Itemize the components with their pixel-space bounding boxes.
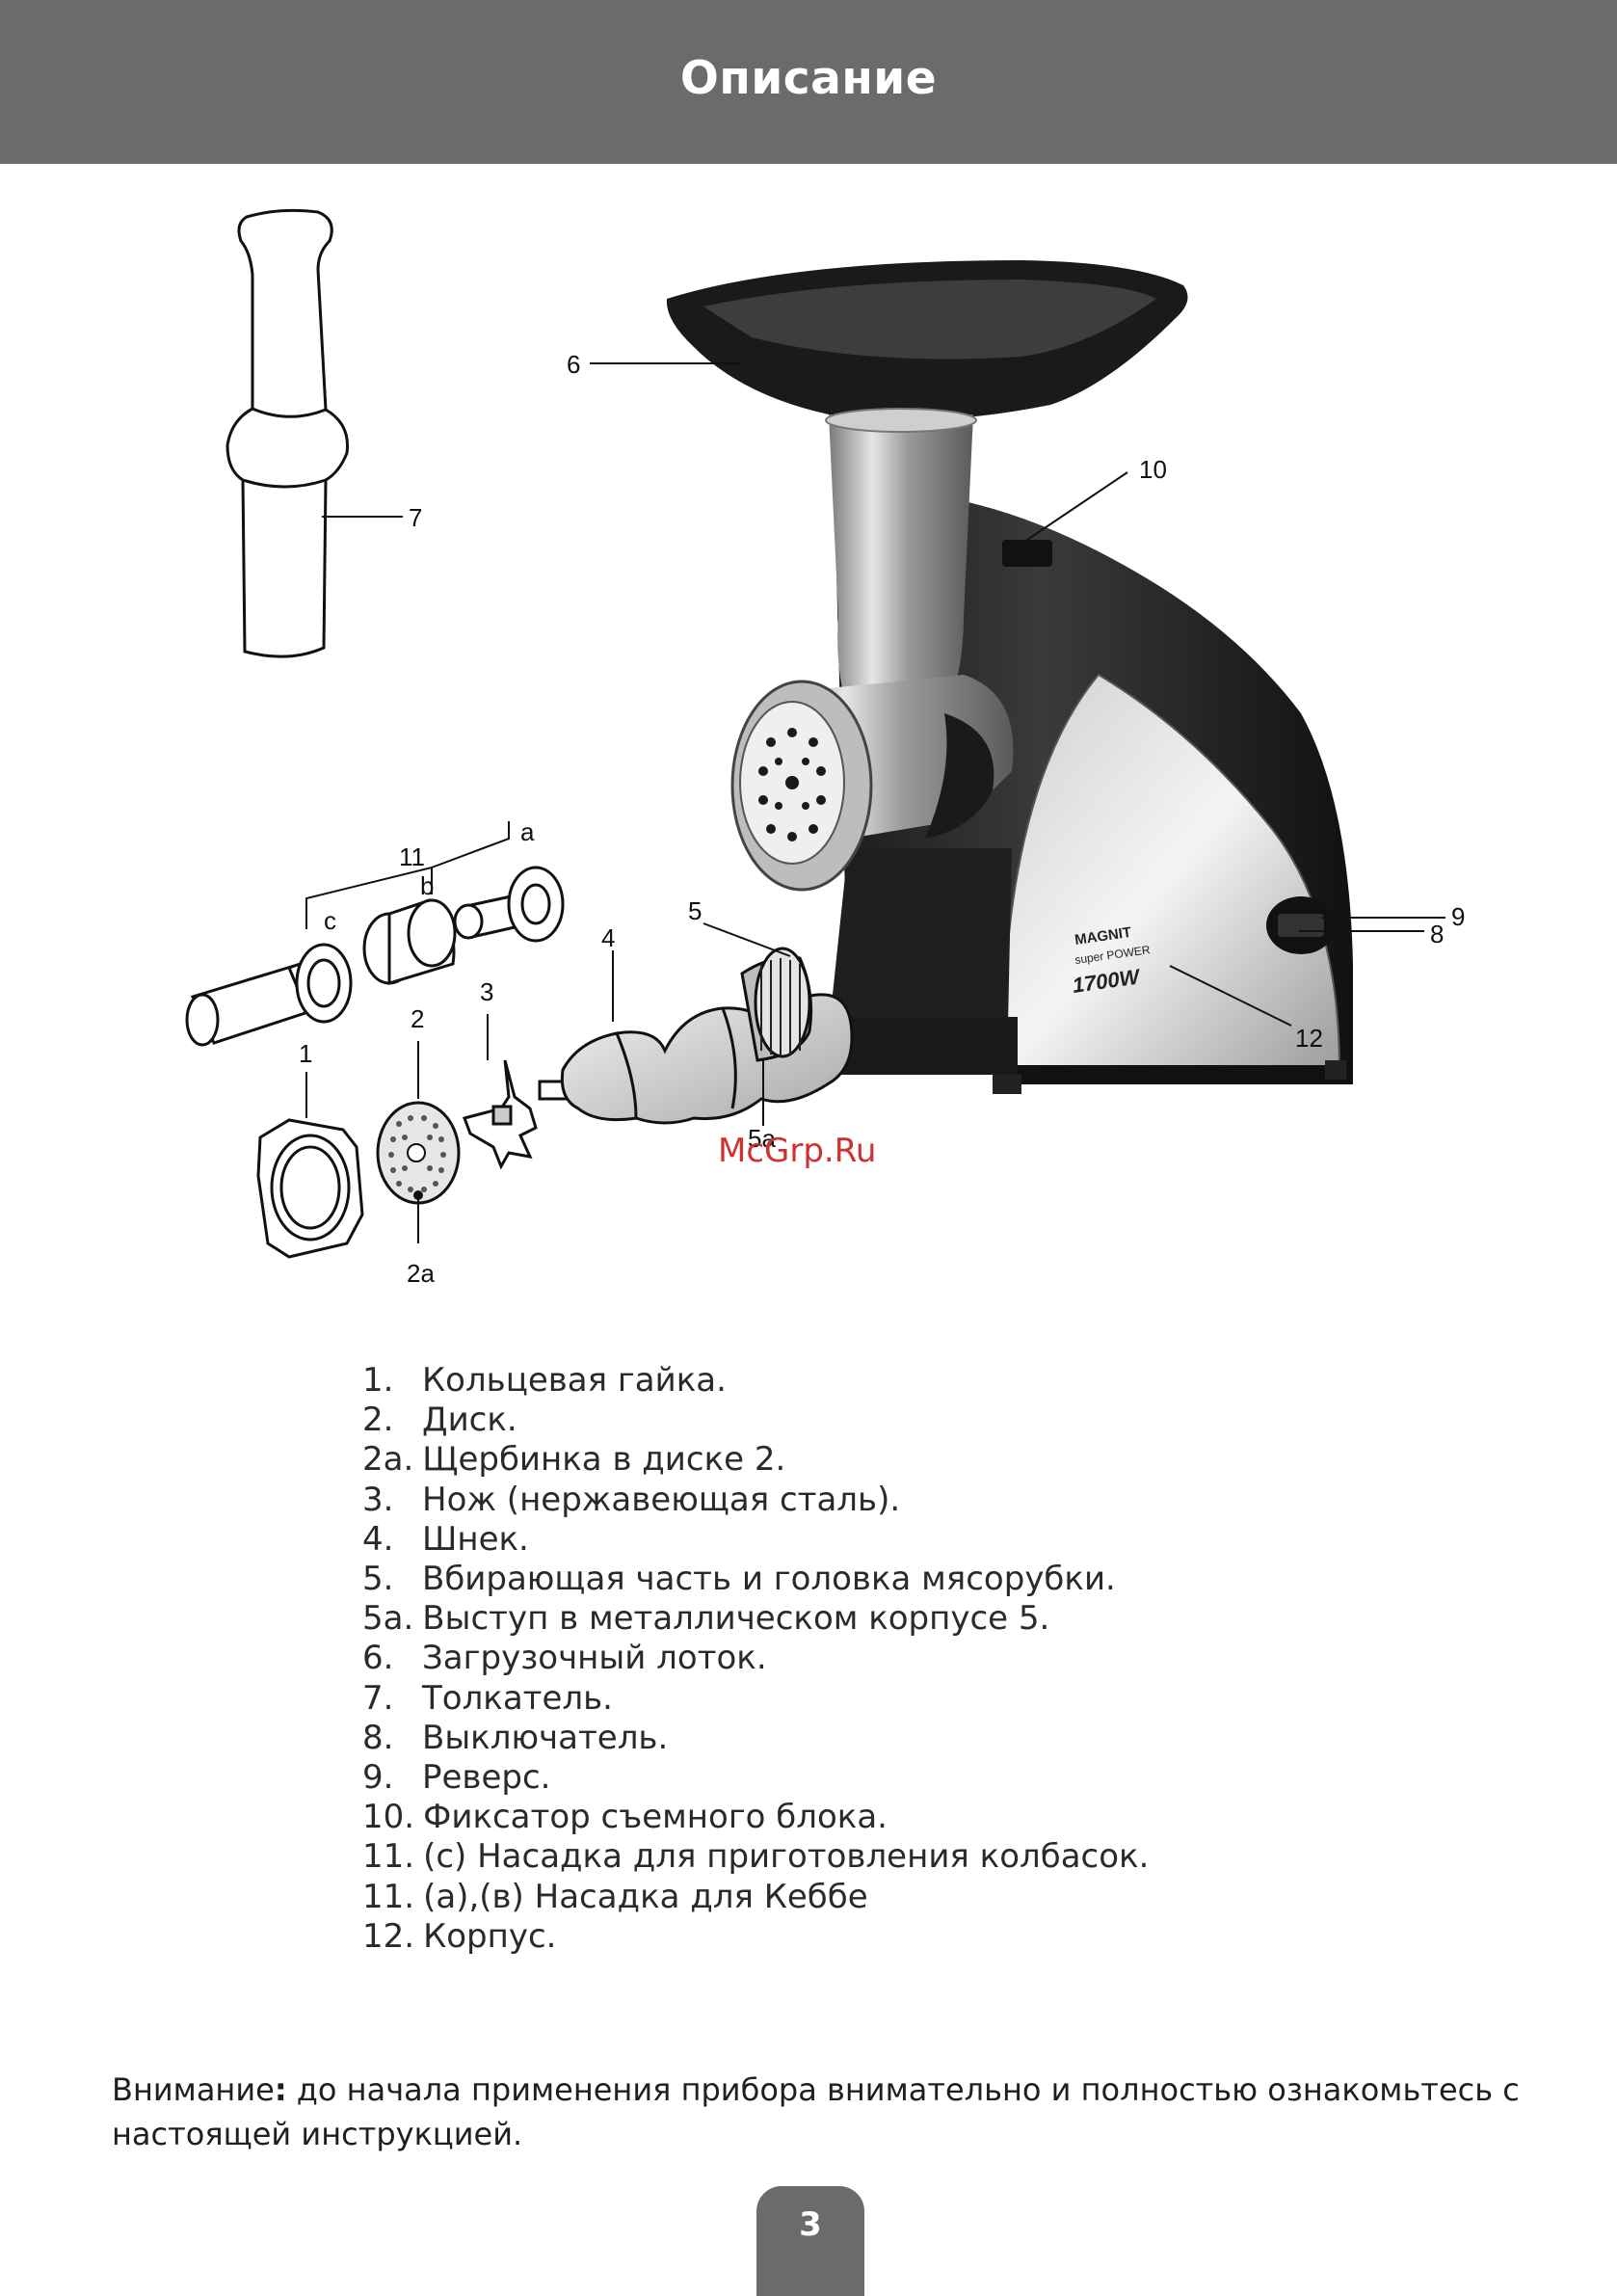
grinder-head-drawing	[730, 680, 873, 892]
page-number: 3	[799, 2205, 822, 2244]
callout-11b: b	[420, 871, 434, 900]
legend-number: 11.	[362, 1877, 415, 1916]
legend-text: Выступ в металлическом корпусе 5.	[422, 1599, 1050, 1639]
callout-2a: 2а	[407, 1259, 435, 1288]
callout-1: 1	[299, 1039, 312, 1068]
legend-number: 5а.	[362, 1599, 414, 1639]
legend-text: Вбирающая часть и головка мясорубки.	[422, 1560, 1116, 1599]
callout-6: 6	[567, 350, 580, 379]
sausage-attachment-drawing	[185, 943, 353, 1047]
disc-drawing	[376, 1101, 461, 1205]
warning-text: до начала применения прибора внимательно…	[112, 2071, 1520, 2152]
callout-10: 10	[1139, 455, 1167, 484]
callout-5: 5	[688, 896, 702, 925]
page-number-tab: 3	[756, 2186, 864, 2296]
legend-item: 3. Нож (нержавеющая сталь).	[362, 1481, 1149, 1520]
legend-text: Толкатель.	[422, 1678, 613, 1718]
legend-text: Корпус.	[423, 1916, 557, 1956]
legend-text: Нож (нержавеющая сталь).	[422, 1480, 901, 1519]
legend-text: Щербинка в диске 2.	[422, 1440, 786, 1480]
knife-drawing	[463, 1059, 538, 1170]
pusher-drawing	[225, 208, 350, 658]
legend-number: 4.	[362, 1519, 394, 1559]
ring-nut-drawing	[256, 1118, 364, 1259]
callout-3: 3	[480, 977, 493, 1006]
legend-item: 5. Вбирающая часть и головка мясорубки.	[362, 1560, 1149, 1599]
callout-12: 12	[1295, 1024, 1323, 1053]
callout-8: 8	[1430, 920, 1444, 948]
legend-text: Кольцевая гайка.	[422, 1361, 727, 1400]
intake-head-drawing	[740, 947, 813, 1062]
legend-item: 11.(с) Насадка для приготовления колбасо…	[362, 1837, 1149, 1877]
legend-item: 5а.Выступ в металлическом корпусе 5.	[362, 1599, 1149, 1639]
legend-item: 6. Загрузочный лоток.	[362, 1639, 1149, 1678]
callout-11: 11	[399, 842, 425, 871]
page-title: Описание	[679, 51, 938, 105]
callout-2: 2	[411, 1004, 424, 1033]
callout-4: 4	[601, 923, 615, 952]
legend-text: Выключатель.	[422, 1718, 669, 1757]
parts-legend: 1. Кольцевая гайка. 2. Диск. 2а.Щербинка в…	[362, 1361, 1149, 1957]
legend-item: 2а.Щербинка в диске 2.	[362, 1440, 1149, 1480]
watermark: McGrp.Ru	[718, 1132, 876, 1170]
legend-item: 9. Реверс.	[362, 1758, 1149, 1798]
legend-item: 4. Шнек.	[362, 1520, 1149, 1560]
legend-number: 11.	[362, 1837, 415, 1877]
callout-5a: 5а	[748, 1124, 776, 1153]
legend-number: 2.	[362, 1401, 394, 1440]
callout-9: 9	[1451, 902, 1465, 931]
legend-number: 10.	[362, 1798, 415, 1837]
legend-text: Шнек.	[422, 1519, 529, 1559]
legend-text: Реверс.	[422, 1758, 551, 1798]
legend-number: 12.	[362, 1916, 415, 1956]
legend-number: 7.	[362, 1678, 394, 1718]
legend-number: 8.	[362, 1718, 394, 1757]
legend-text: Фиксатор съемного блока.	[423, 1798, 888, 1837]
legend-number: 3.	[362, 1480, 394, 1519]
legend-item: 12.Корпус.	[362, 1917, 1149, 1957]
legend-number: 9.	[362, 1758, 394, 1798]
warning-label: Внимание	[112, 2071, 275, 2108]
feed-tray-drawing	[666, 260, 1188, 421]
legend-number: 1.	[362, 1361, 394, 1400]
legend-item: 7. Толкатель.	[362, 1679, 1149, 1719]
kebbe-attachment-a-drawing	[453, 866, 565, 943]
legend-item: 8. Выключатель.	[362, 1719, 1149, 1758]
legend-number: 5.	[362, 1560, 394, 1599]
legend-text: (а),(в) Насадка для Кеббе	[423, 1877, 868, 1916]
callout-7: 7	[409, 503, 422, 532]
callout-11a: a	[520, 817, 535, 846]
legend-text: (с) Насадка для приготовления колбасок.	[423, 1837, 1150, 1877]
legend-number: 2а.	[362, 1440, 414, 1480]
legend-text: Загрузочный лоток.	[422, 1639, 767, 1678]
warning-note: Внимание: до начала применения прибора в…	[112, 2068, 1538, 2156]
grinder-body: MAGNIT super POWER 1700W	[825, 501, 1353, 1094]
meat-grinder-illustration: 7 MAGNIT super POWER 1700W 6	[185, 208, 1465, 1288]
callout-11c: c	[324, 906, 336, 935]
legend-item: 2. Диск.	[362, 1401, 1149, 1440]
legend-item: 11.(а),(в) Насадка для Кеббе	[362, 1878, 1149, 1917]
legend-number: 6.	[362, 1639, 394, 1678]
legend-item: 1. Кольцевая гайка.	[362, 1361, 1149, 1401]
legend-item: 10.Фиксатор съемного блока.	[362, 1798, 1149, 1837]
legend-text: Диск.	[422, 1401, 517, 1440]
kebbe-attachment-b-drawing	[362, 898, 457, 986]
header-bar: Описание	[0, 0, 1617, 164]
warning-colon: :	[274, 2071, 287, 2108]
